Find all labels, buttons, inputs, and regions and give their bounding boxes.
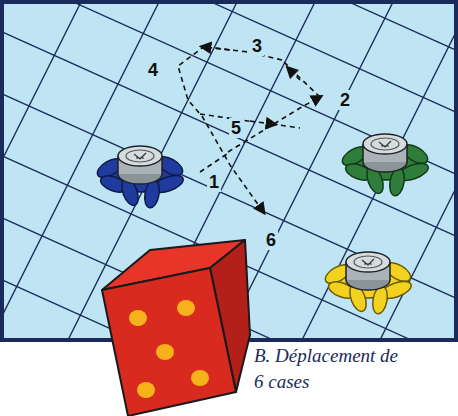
grid-line <box>4 208 454 338</box>
pawn-top <box>363 134 407 154</box>
grid-line <box>438 4 454 338</box>
grid-line <box>4 4 454 185</box>
pawn-emblem <box>134 153 146 159</box>
step-number: 4 <box>146 60 160 80</box>
grid-line <box>282 4 454 338</box>
grid-line <box>4 4 454 61</box>
pawn-emblem <box>371 138 399 150</box>
caption: B. Déplacement de 6 cases <box>254 343 399 395</box>
step-number: 1 <box>207 172 221 192</box>
step-number: 2 <box>338 90 352 110</box>
pawn-top <box>346 252 390 272</box>
pawn-emblem <box>126 150 154 162</box>
grid-line <box>4 4 92 338</box>
board-grid <box>4 4 454 338</box>
pawn <box>94 146 185 209</box>
pawn-emblem <box>379 141 391 147</box>
step-number: 6 <box>264 230 278 250</box>
pawn-emblem <box>362 259 374 265</box>
pawn <box>322 252 413 315</box>
die <box>102 240 250 416</box>
pawn <box>339 134 430 197</box>
grid-line <box>4 4 14 338</box>
pawn-emblem <box>354 256 382 268</box>
step-number: 5 <box>229 118 243 138</box>
grid-line <box>4 22 454 247</box>
move-path <box>178 46 320 210</box>
pawn-top <box>118 146 162 166</box>
step-number: 3 <box>250 36 264 56</box>
